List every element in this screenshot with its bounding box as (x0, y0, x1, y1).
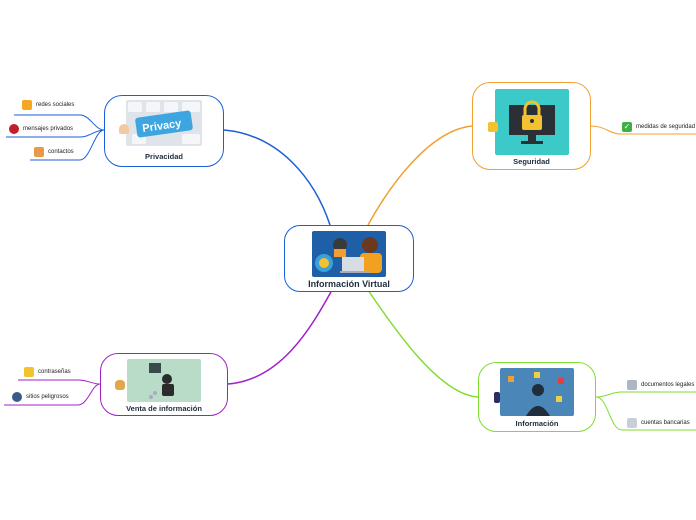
lock-icon (24, 367, 34, 377)
leaf-redes-sociales[interactable]: redes sociales (22, 100, 74, 110)
leaf-documentos-legales[interactable]: documentos legales (627, 380, 694, 390)
link-informacion (367, 289, 479, 398)
phone-icon (494, 392, 500, 403)
seguridad-label: Seguridad (513, 157, 550, 166)
leaf-cuentas-bancarias[interactable]: cuentas bancarias (627, 418, 690, 428)
leaf-medidas-de-seguridad[interactable]: ✓ medidas de seguridad (622, 122, 696, 132)
privacidad-node[interactable]: Privacy Privacidad (104, 95, 224, 167)
message-icon (9, 124, 19, 134)
central-topic-node[interactable]: Información Virtual (284, 225, 414, 292)
link-venta (227, 289, 333, 385)
central-topic-label: Información Virtual (308, 279, 390, 289)
social-network-icon (22, 100, 32, 110)
checkmark-icon: ✓ (622, 122, 632, 132)
venta-informacion-label: Venta de información (126, 404, 202, 413)
hacker-image (127, 359, 201, 402)
contacts-icon (34, 147, 44, 157)
person-laptop-icon (312, 231, 386, 277)
leaf-contrasenas[interactable]: contraseñas (24, 367, 71, 377)
link-privacidad (223, 129, 331, 226)
bank-card-icon (627, 418, 637, 428)
padlock-icon (488, 122, 498, 132)
privacidad-label: Privacidad (145, 152, 183, 161)
document-icon (627, 380, 637, 390)
link-seguridad (367, 125, 473, 226)
leaf-sitios-peligrosos[interactable]: sitios peligrosos (12, 392, 69, 402)
privacy-keyboard-image: Privacy (126, 100, 202, 146)
person-icon (119, 124, 129, 134)
informacion-label: Información (515, 419, 559, 428)
information-image (500, 368, 574, 416)
leaf-mensajes-privados[interactable]: mensajes privados (9, 124, 73, 134)
padlock-monitor-image (494, 89, 569, 155)
money-bag-icon (115, 380, 125, 390)
hacker-icon (12, 392, 22, 402)
informacion-node[interactable]: Información (478, 362, 596, 432)
leaf-contactos[interactable]: contactos (34, 147, 74, 157)
seguridad-node[interactable]: Seguridad (472, 82, 591, 170)
privacy-key-text: Privacy (142, 118, 183, 135)
